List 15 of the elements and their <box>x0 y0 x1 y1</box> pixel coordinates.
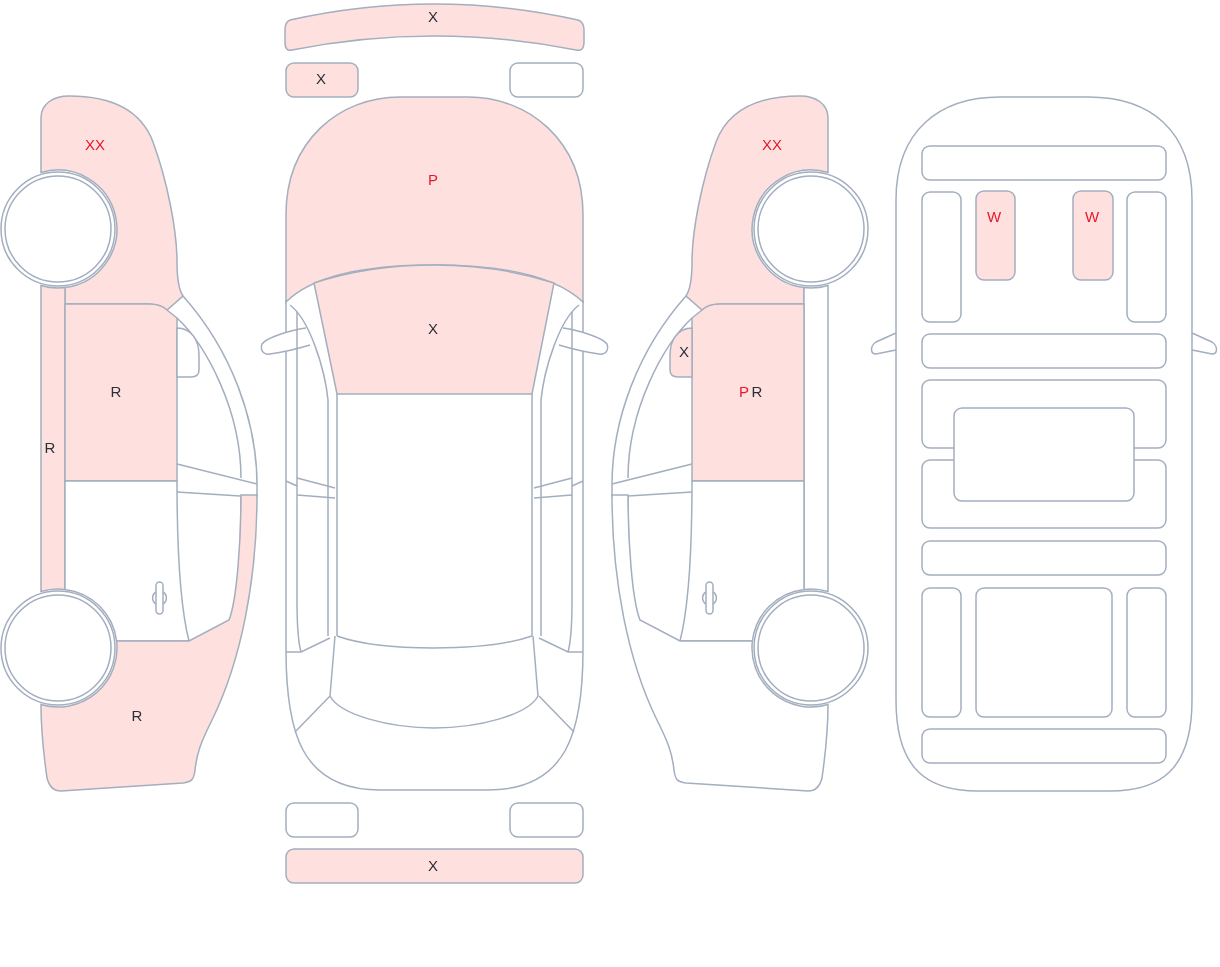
damage-code: P <box>428 171 438 187</box>
damage-code: X <box>679 343 689 359</box>
damage-code: R <box>44 439 56 455</box>
damage-code: R <box>751 383 763 399</box>
damage-code: X <box>316 70 326 86</box>
damage-code: XX <box>85 136 105 152</box>
damage-code: XX <box>762 136 782 152</box>
damage-code: X <box>428 8 438 24</box>
damage-code: R <box>131 707 143 723</box>
damage-code: P <box>739 383 749 399</box>
damage-code: W <box>1084 208 1100 224</box>
damage-code: W <box>986 208 1002 224</box>
damage-code: X <box>428 857 438 873</box>
damage-code: X <box>428 320 438 336</box>
damage-code: R <box>110 383 122 399</box>
